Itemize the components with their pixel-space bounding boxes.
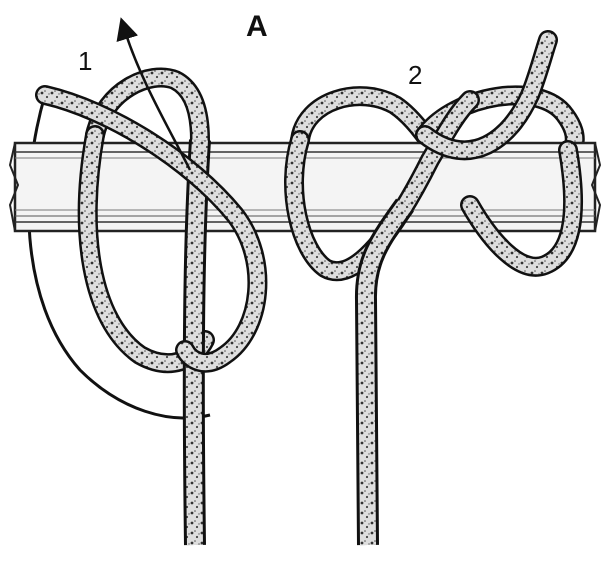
step-label-1: 1 — [78, 46, 92, 76]
knot-1-front-strands — [35, 17, 268, 546]
knot-1-direction-arrow — [116, 17, 192, 171]
figure-title: A — [246, 10, 268, 43]
step-label-2: 2 — [408, 60, 422, 90]
knot-2-front-strands — [284, 30, 583, 546]
